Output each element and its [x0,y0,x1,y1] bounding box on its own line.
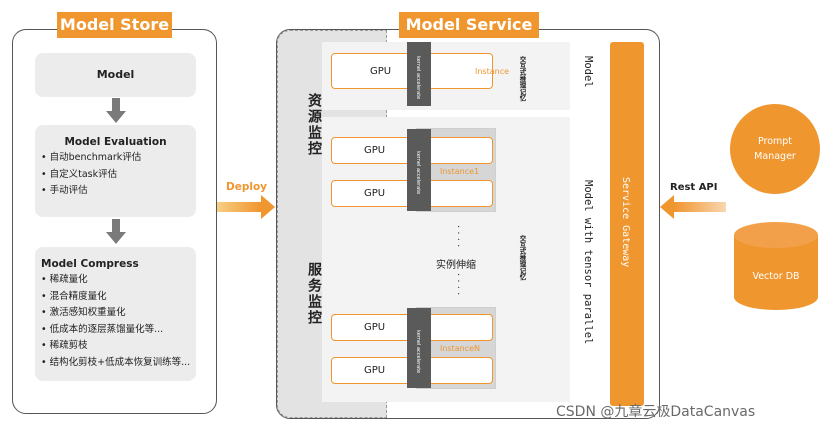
model-compress-box: Model Compress • 稀疏量化 • 混合精度量化 • 激活感知权重量… [35,247,196,381]
evaluation-list: • 自动benchmark评估 • 自定义task评估 • 手动评估 [41,150,196,200]
instancen-label: InstanceN [440,344,481,353]
vector-db-icon [734,222,818,310]
list-item: • 自动benchmark评估 [41,152,142,163]
prompt-manager-label: Prompt Manager [754,136,796,162]
model-store-title: Model Store [57,12,172,38]
ellipsis-upper: · · · · [452,225,463,248]
prompt-manager-circle: Prompt Manager [730,104,820,194]
gpu-label: GPU [364,188,386,199]
list-item: • 激活感知权重量化 [41,307,126,318]
deploy-label: Deploy [226,181,268,193]
list-item: • 结构化剪枝+低成本恢复训练等... [41,356,191,368]
gpu-label: GPU [370,66,392,77]
model-evaluation-title: Model Evaluation [64,136,167,148]
ellipsis-lower: · · · · [452,273,463,296]
watermark: CSDN @九章云极DataCanvas [556,404,756,420]
compress-list: • 稀疏量化 • 混合精度量化 • 激活感知权重量化 • 低成本的逐层蒸馏量化等… [41,272,196,371]
model-service-title: Model Service [399,12,539,38]
rest-api-arrow [660,195,726,219]
down-arrow-1 [106,98,126,123]
vector-db-label: Vector DB [752,271,800,282]
model-vertical-label: Model [582,56,594,88]
model-box-label: Model [96,68,135,81]
deploy-arrow [217,195,275,219]
list-item: • 自定义task评估 [41,168,118,180]
kernel-accelerate-block: kernel accelerate [407,129,431,211]
service-gateway: Service Gateway [610,42,644,406]
rest-api-label: Rest API [670,182,718,193]
gpu-label: GPU [364,365,386,376]
list-item: • 稀疏量化 [41,274,88,285]
inference-memory-label: 交互式推理记忆 [518,56,526,102]
service-monitor-label: 服务监控 [306,262,322,326]
tensor-parallel-label: Model with tensor parallel [582,180,594,345]
gpu-label: GPU [364,145,386,156]
model-evaluation-box: Model Evaluation • 自动benchmark评估 • 自定义ta… [35,125,196,217]
instance-label-top: Instance [475,67,510,76]
scale-label: 实例伸缩 [436,260,476,271]
model-compress-title: Model Compress [41,258,139,270]
down-arrow-2 [106,219,126,244]
gpu-label: GPU [364,322,386,333]
kernel-accelerate-block: kernel accelerate [407,42,431,106]
resource-monitor-label: 资源监控 [306,93,322,157]
list-item: • 手动评估 [41,185,88,196]
list-item: • 低成本的逐层蒸馏量化等... [41,323,164,335]
list-item: • 稀疏剪枝 [41,340,88,351]
list-item: • 混合精度量化 [41,290,107,302]
instance1-label: Instance1 [440,167,480,176]
inference-memory-label: 交互式推理记忆 [518,235,526,281]
kernel-accelerate-block: kernel accelerate [407,308,431,388]
model-box: Model [35,53,196,97]
